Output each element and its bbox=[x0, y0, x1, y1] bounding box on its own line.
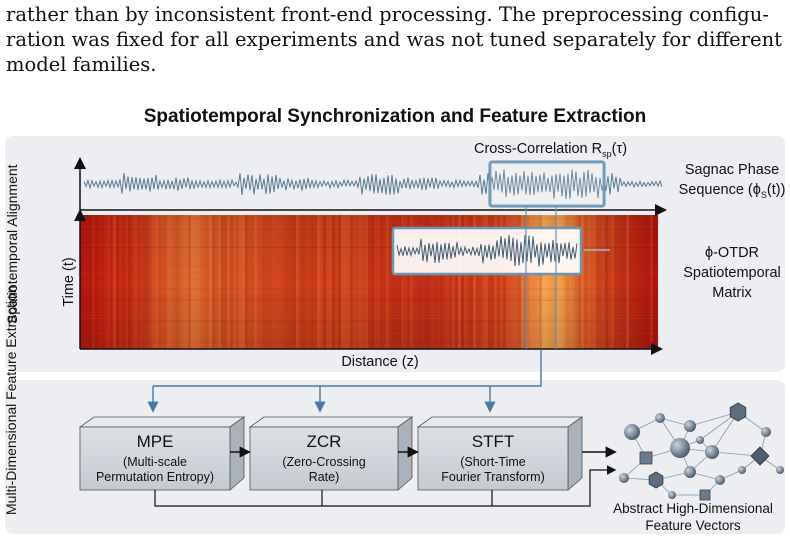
output-label-line1: Abstract High-Dimensional bbox=[613, 501, 773, 516]
network-node-sphere bbox=[624, 424, 640, 440]
otdr-label-line3: Matrix bbox=[712, 285, 752, 301]
feature-vector-network bbox=[619, 402, 784, 501]
paragraph-line: ration was fixed for all experiments and… bbox=[6, 28, 782, 51]
time-axis-label: Time (t) bbox=[61, 247, 77, 317]
time-axis-text: Time (t) bbox=[61, 257, 77, 307]
mpe-box-text: MPE (Multi-scale Permutation Entropy) bbox=[80, 432, 230, 485]
zcr-subtitle-1: (Zero-Crossing bbox=[282, 455, 366, 469]
network-node-sphere bbox=[715, 475, 725, 485]
network-node-cube bbox=[639, 451, 653, 465]
mpe-title: MPE bbox=[136, 432, 174, 451]
network-node-sphere bbox=[684, 420, 696, 432]
network-node-diamond bbox=[750, 446, 770, 466]
mpe-box bbox=[78, 416, 246, 491]
stft-title: STFT bbox=[471, 432, 515, 451]
connector-line bbox=[153, 349, 542, 387]
stft-box-text: STFT (Short-Time Fourier Transform) bbox=[418, 432, 568, 485]
network-node-cube bbox=[699, 489, 711, 501]
sagnac-label: Sagnac Phase Sequence (ϕS(t)) bbox=[676, 160, 788, 205]
zcr-title: ZCR bbox=[306, 432, 342, 451]
mpe-subtitle-1: (Multi-scale bbox=[123, 455, 187, 469]
network-node-sphere bbox=[668, 491, 676, 499]
paragraph-line: model families. bbox=[6, 53, 157, 76]
sagnac-label-line1: Sagnac Phase bbox=[684, 162, 780, 178]
mpe-output-path bbox=[154, 465, 617, 507]
distance-axis-label: Distance (z) bbox=[320, 354, 440, 370]
distance-axis-text: Distance (z) bbox=[341, 354, 419, 370]
otdr-inset-waveform bbox=[396, 235, 578, 267]
network-node-hexagon bbox=[648, 471, 664, 489]
cross-correlation-label: Cross-Correlation Rsp(τ) bbox=[474, 141, 627, 159]
stft-box bbox=[416, 416, 584, 491]
output-label: Abstract High-Dimensional Feature Vector… bbox=[598, 500, 788, 534]
network-node-hexagon bbox=[729, 402, 747, 422]
paragraph-line: rather than by inconsistent front-end pr… bbox=[6, 3, 769, 26]
sagnac-label-subscript: S bbox=[760, 189, 767, 200]
network-node-sphere bbox=[705, 445, 719, 459]
sagnac-label-end: (t)) bbox=[766, 182, 786, 198]
body-paragraph: rather than by inconsistent front-end pr… bbox=[6, 2, 786, 77]
network-node-sphere bbox=[670, 438, 690, 458]
sagnac-waveform bbox=[83, 169, 663, 199]
network-node-sphere bbox=[655, 413, 665, 423]
otdr-inset-box bbox=[391, 226, 583, 276]
cross-correlation-window bbox=[488, 160, 606, 208]
cross-correlation-window-fill bbox=[490, 162, 604, 206]
otdr-label-line2: Spatiotemporal bbox=[683, 265, 781, 281]
output-label-line2: Feature Vectors bbox=[645, 518, 741, 533]
cross-correlation-arg: (τ) bbox=[611, 141, 628, 157]
figure-title: Spatiotemporal Synchronization and Featu… bbox=[143, 106, 647, 127]
sagnac-label-line2: Sequence (ϕ bbox=[678, 182, 761, 198]
network-node-sphere bbox=[738, 466, 746, 474]
otdr-label-line1: ϕ-OTDR bbox=[704, 245, 760, 261]
zcr-box-text: ZCR (Zero-Crossing Rate) bbox=[250, 432, 398, 485]
zcr-box bbox=[248, 416, 414, 491]
cross-correlation-subscript: sp bbox=[602, 148, 612, 159]
stft-subtitle-1: (Short-Time bbox=[460, 455, 526, 469]
stft-subtitle-2: Fourier Transform) bbox=[441, 470, 545, 484]
zcr-subtitle-2: Rate) bbox=[308, 470, 340, 484]
network-node-sphere bbox=[776, 466, 784, 474]
network-node-sphere bbox=[684, 466, 696, 478]
cross-correlation-text: Cross-Correlation R bbox=[474, 141, 603, 157]
network-node-sphere bbox=[696, 436, 704, 444]
network-node-sphere bbox=[619, 473, 629, 483]
otdr-label: ϕ-OTDR Spatiotemporal Matrix bbox=[676, 243, 788, 303]
network-node-sphere bbox=[761, 427, 771, 437]
mpe-subtitle-2: Permutation Entropy) bbox=[95, 470, 215, 484]
